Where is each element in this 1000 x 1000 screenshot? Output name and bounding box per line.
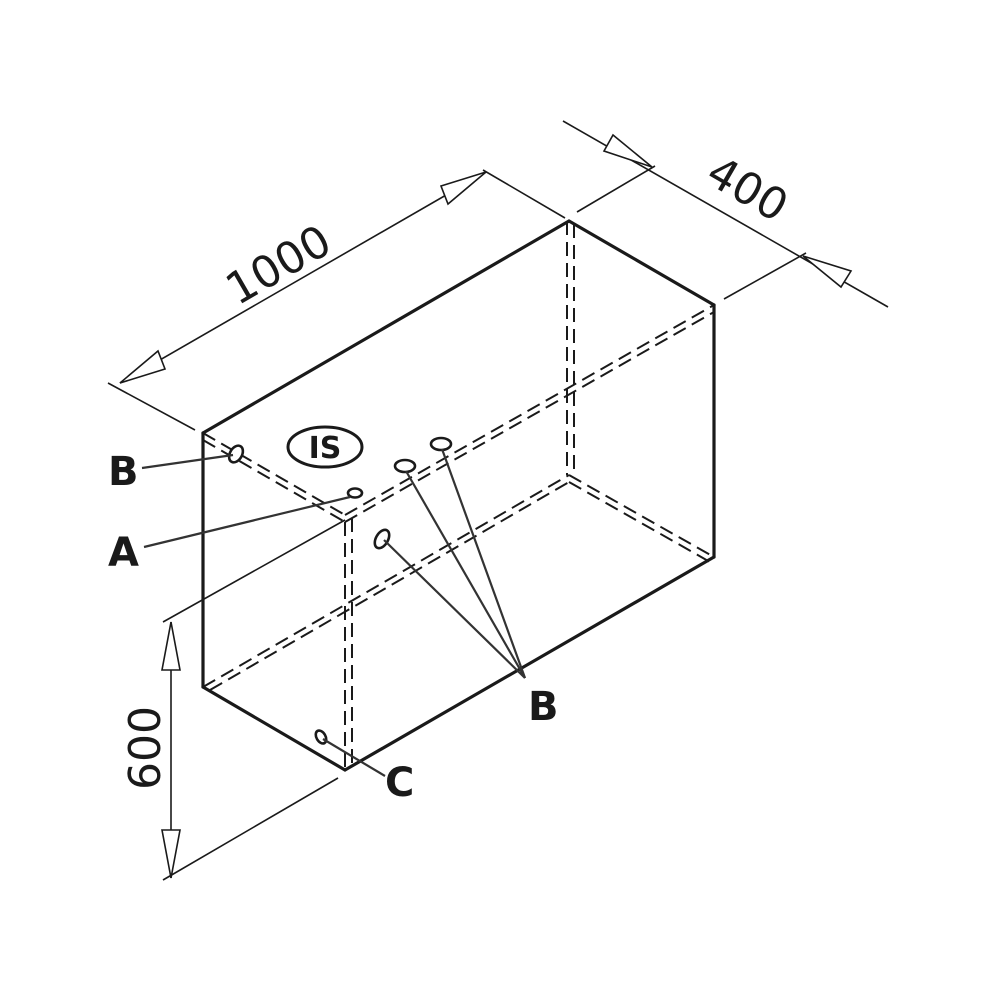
tank-visible-edges (201, 219, 716, 772)
dimension-line-length (119, 171, 487, 384)
dimension-height-label: 600 (120, 706, 171, 790)
edge-bottom-front (343, 555, 716, 772)
hole-b-top-1 (393, 458, 417, 474)
callout-labels: B A B C (108, 449, 559, 806)
arrowhead-length-left (119, 349, 167, 384)
hidden-top-left-edge-a (202, 432, 346, 516)
arrowhead-height-bottom (161, 829, 181, 879)
edge-bottom-left (201, 685, 347, 772)
hidden-bottom-right-edge-a (568, 474, 715, 558)
hole-b-top-2 (429, 436, 453, 452)
leader-c (322, 738, 386, 777)
is-badge-outline (286, 425, 364, 469)
leader-b-group-3 (440, 448, 527, 679)
hole-b-front (373, 528, 391, 550)
callout-a: A (108, 530, 139, 576)
extension-line-depth-front (723, 252, 807, 300)
extension-line-length-right (482, 169, 566, 219)
dimension-height: 600 (120, 519, 346, 881)
leader-b-left (141, 453, 234, 470)
dimension-depth: 400 (562, 120, 889, 308)
hidden-bottom-right-edge-b (568, 481, 711, 563)
hole-a (346, 487, 364, 499)
dimension-length: 1000 (107, 169, 566, 431)
hidden-bottom-back-edge-a (202, 474, 570, 688)
edge-top-back (201, 219, 571, 435)
leader-b-group-2 (405, 470, 526, 679)
is-badge: IS (286, 425, 364, 469)
tank-hidden-edges (202, 221, 715, 770)
dimension-depth-label: 400 (698, 146, 796, 232)
edge-top-right (567, 219, 716, 307)
extension-line-depth-back (576, 165, 656, 213)
hidden-top-left-edge-b (202, 439, 346, 523)
hole-b-left (227, 444, 245, 464)
extension-line-height-top (162, 519, 346, 623)
hole-c (314, 729, 328, 745)
hidden-top-front-edge-a (344, 304, 715, 516)
leader-a (143, 495, 351, 549)
extension-line-height-bottom (162, 777, 339, 881)
callout-b-left: B (108, 449, 139, 495)
callout-c: C (385, 760, 414, 806)
is-badge-label: IS (309, 431, 342, 466)
extension-line-length-left (107, 382, 196, 431)
leader-b-group-1 (383, 539, 526, 679)
arrowhead-depth-back (602, 133, 653, 168)
arrowhead-depth-front (802, 255, 853, 289)
leader-lines (141, 448, 527, 777)
arrowhead-length-right (439, 171, 487, 206)
callout-b-group: B (528, 684, 559, 730)
hidden-top-front-edge-b (344, 311, 715, 523)
hidden-bottom-back-edge-b (209, 481, 570, 691)
dimension-length-label: 1000 (218, 215, 340, 315)
arrowhead-height-top (161, 621, 181, 671)
tank-holes (227, 436, 453, 745)
